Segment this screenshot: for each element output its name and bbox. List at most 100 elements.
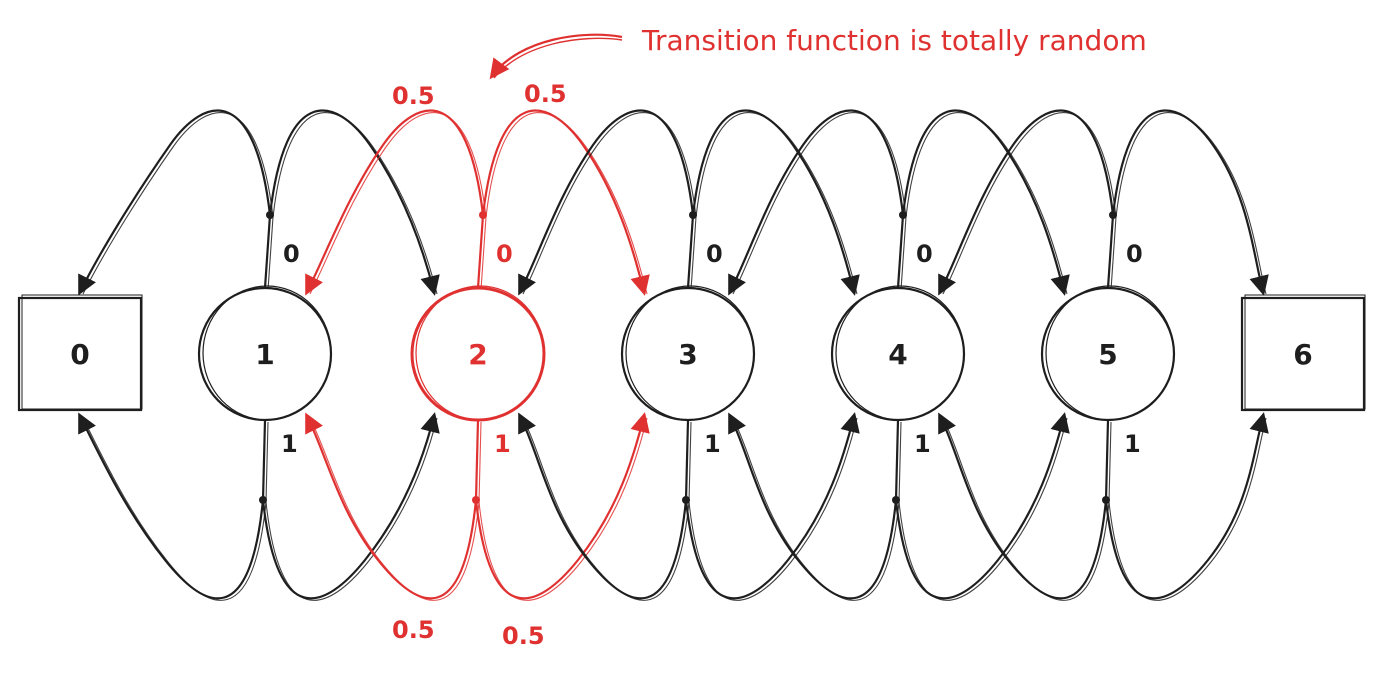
state-4-action-1-to-5-sketch xyxy=(898,417,1068,601)
state-3-action-1-stem-sketch xyxy=(688,421,692,503)
state-3-action-1-stem xyxy=(684,418,690,502)
state-5-action-0-to-4 xyxy=(938,109,1115,296)
state-4-action-1-to-3 xyxy=(728,412,898,600)
state-3-action-0-to-4 xyxy=(691,109,860,296)
state-1-action-1-stem-sketch xyxy=(265,421,269,503)
state-5-action-1-to-4 xyxy=(938,412,1108,600)
state-1-action-0-stem-sketch xyxy=(267,216,274,291)
state-2-action-1-to-3 xyxy=(474,412,650,600)
prob-label-up-right: 0.5 xyxy=(524,80,567,108)
state-nodes: 0 1 2 3 4 5 6 xyxy=(17,285,1366,422)
state-3-action-0-stem-sketch xyxy=(690,216,697,291)
state-5-label: 5 xyxy=(1098,338,1117,371)
state-1-action-0-stem xyxy=(263,213,272,290)
state-5-action-1-to-6-sketch xyxy=(1108,417,1267,601)
state-2-action-1-to-3-sketch xyxy=(478,417,648,601)
state-6-terminal-box-sketch xyxy=(1244,294,1366,410)
state-4-action-1-label: 1 xyxy=(914,430,931,458)
state-4-action-0-to-3-sketch xyxy=(732,112,907,295)
state-5-action-0-to-4-sketch xyxy=(942,112,1117,295)
state-1-action-1-to-2-sketch xyxy=(265,417,438,601)
transition-edges xyxy=(78,109,1269,601)
state-5-action-0-stem-sketch xyxy=(1110,216,1117,291)
state-4-action-1-to-3-sketch xyxy=(732,417,900,601)
state-1-action-0-label: 0 xyxy=(283,240,300,268)
state-5-action-1-stem-sketch xyxy=(1108,421,1112,503)
prob-label-up-left: 0.5 xyxy=(392,82,435,110)
state-5-action-1-to-6 xyxy=(1104,412,1269,600)
state-3-action-0-label: 0 xyxy=(706,240,723,268)
state-6-node: 6 xyxy=(1240,294,1366,412)
state-3-action-0-to-2-sketch xyxy=(522,112,697,295)
state-1-label: 1 xyxy=(255,338,274,371)
state-1-action-0-to-0-sketch xyxy=(82,112,274,295)
state-3-action-1-to-2 xyxy=(518,412,688,600)
state-0-node: 0 xyxy=(17,294,143,412)
state-2-node: 2 xyxy=(410,285,546,422)
state-2-action-1-stem xyxy=(474,418,480,502)
state-6-terminal-box xyxy=(1240,296,1366,412)
state-4-action-0-stem-sketch xyxy=(900,216,907,291)
state-1-action-1-to-0-sketch xyxy=(82,417,267,601)
state-1-action-0-to-2 xyxy=(268,109,440,296)
annotation-arrow xyxy=(489,33,623,80)
state-0-terminal-box xyxy=(17,296,143,412)
state-1-action-1-to-0 xyxy=(78,412,265,600)
state-2-action-0-to-3 xyxy=(481,109,650,296)
state-1-node: 1 xyxy=(197,285,333,422)
state-4-action-1-stem xyxy=(894,418,900,502)
state-1-action-1-to-2 xyxy=(261,412,440,600)
state-5-action-0-to-6-sketch xyxy=(1115,112,1267,295)
state-1-circle-sketch xyxy=(202,285,332,421)
state-2-action-1-to-1-sketch xyxy=(309,417,480,601)
state-3-action-1-to-4 xyxy=(684,412,860,600)
state-0-label: 0 xyxy=(70,338,89,371)
state-4-action-1-stem-sketch xyxy=(898,421,902,503)
state-4-action-0-stem xyxy=(896,213,905,290)
state-3-action-1-to-2-sketch xyxy=(522,417,690,601)
state-3-action-0-to-2 xyxy=(518,109,695,296)
state-5-circle-sketch xyxy=(1045,285,1175,421)
state-2-action-0-to-1-sketch xyxy=(309,112,487,295)
state-2-action-0-label: 0 xyxy=(496,240,513,268)
state-0-terminal-box-sketch xyxy=(21,294,143,410)
state-5-action-1-stem xyxy=(1104,418,1110,502)
highlight-probability-labels: 0.5 0.5 0.5 0.5 xyxy=(392,80,567,650)
state-4-action-0-to-3 xyxy=(728,109,905,296)
state-4-action-1-to-5 xyxy=(894,412,1070,600)
state-5-node: 5 xyxy=(1040,285,1176,422)
state-4-label: 4 xyxy=(888,338,907,371)
state-2-label: 2 xyxy=(468,338,487,371)
state-6-label: 6 xyxy=(1293,338,1312,371)
state-5-action-1-label: 1 xyxy=(1124,430,1141,458)
state-4-circle-sketch xyxy=(835,285,965,421)
state-3-action-1-label: 1 xyxy=(704,430,721,458)
state-3-action-1-to-4-sketch xyxy=(688,417,858,601)
state-5-action-0-label: 0 xyxy=(1126,240,1143,268)
state-4-node: 4 xyxy=(830,285,966,422)
state-3-label: 3 xyxy=(678,338,697,371)
state-1-action-0-to-0 xyxy=(78,109,272,296)
state-2-action-0-to-1 xyxy=(305,109,485,296)
state-5-action-0-to-6 xyxy=(1111,109,1269,296)
state-2-action-1-to-1 xyxy=(305,412,478,600)
state-4-action-0-to-5-sketch xyxy=(905,112,1068,295)
state-1-action-0-to-2-sketch xyxy=(272,112,438,295)
state-1-action-1-label: 1 xyxy=(281,430,298,458)
state-2-action-0-stem xyxy=(476,213,485,290)
prob-label-down-right: 0.5 xyxy=(502,622,545,650)
state-2-action-0-stem-sketch xyxy=(480,216,487,291)
prob-label-down-left: 0.5 xyxy=(392,616,435,644)
state-5-action-1-to-4-sketch xyxy=(942,417,1110,601)
state-3-action-0-to-4-sketch xyxy=(695,112,858,295)
annotation-text: Transition function is totally random xyxy=(641,24,1147,57)
state-2-action-0-to-3-sketch xyxy=(485,112,648,295)
state-2-action-1-stem-sketch xyxy=(478,421,482,503)
annotation-arrow-sketch xyxy=(493,37,623,79)
state-1-action-1-stem xyxy=(261,418,267,502)
annotation-callout: Transition function is totally random xyxy=(489,24,1147,80)
state-2-circle-sketch xyxy=(415,285,545,421)
state-3-node: 3 xyxy=(620,285,756,422)
